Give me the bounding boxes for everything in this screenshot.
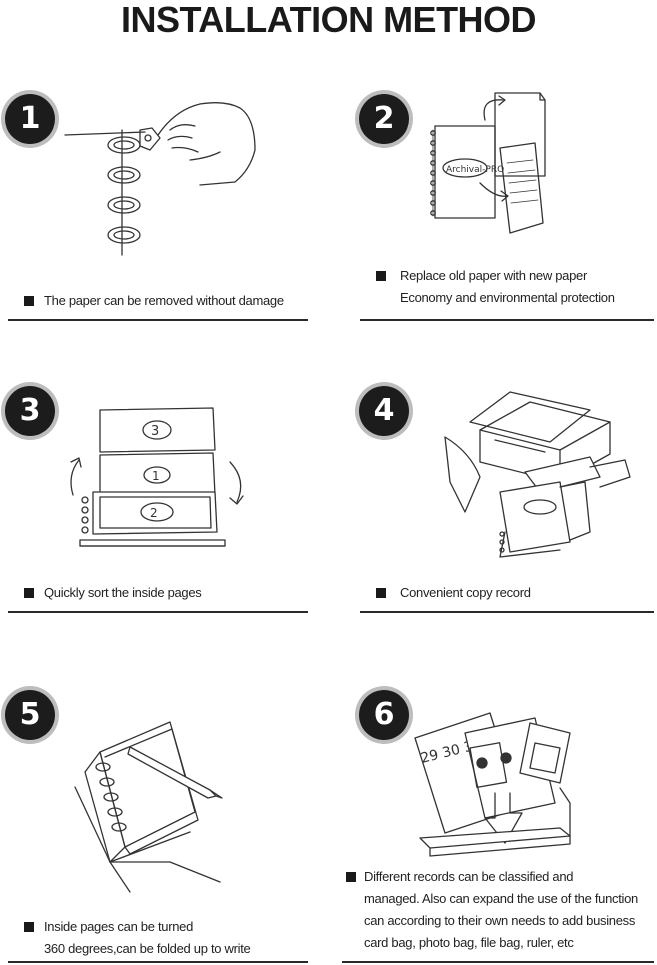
step-6-caption-line-4: card bag, photo bag, file bag, ruler, et… (364, 935, 574, 950)
step-3-caption: Quickly sort the inside pages (24, 582, 324, 604)
step-1-illustration-ring-binder-hand (60, 90, 280, 265)
step-4-illustration-copier (440, 382, 640, 567)
step-2-bullet-icon (376, 271, 386, 281)
step-4-caption: Convenient copy record (376, 582, 656, 604)
step-1-caption-line-1: The paper can be removed without damage (44, 293, 284, 308)
step-5-divider (8, 961, 308, 963)
step-6-caption-line-3: can according to their own needs to add … (364, 913, 636, 928)
step-4-number-badge: 4 (359, 386, 409, 436)
step-5-caption-line-1: Inside pages can be turned (44, 919, 194, 934)
step-1-caption: The paper can be removed without damage (24, 290, 324, 312)
step-4-bullet-icon (376, 588, 386, 598)
step-6-caption-line-2: managed. Also can expand the use of the … (364, 891, 638, 906)
step-5-caption-line-2: 360 degrees,can be folded up to write (44, 941, 251, 956)
step-3-bullet-icon (24, 588, 34, 598)
step-6-divider (342, 961, 654, 963)
step-2-number-badge: 2 (359, 94, 409, 144)
step-2-caption-line-2: Economy and environmental protection (400, 290, 615, 305)
step-6-illustration-divider-pages: 29 30 31 (410, 708, 580, 858)
step-2-caption: Replace old paper with new paper Economy… (376, 265, 656, 309)
step-3-number-badge: 3 (5, 386, 55, 436)
step-3-divider (8, 611, 308, 613)
step-4-caption-line-1: Convenient copy record (400, 585, 531, 600)
step-5-caption: Inside pages can be turned 360 degrees,c… (24, 916, 324, 960)
step-6-bullet-icon (346, 872, 356, 882)
step-3-page-number-middle: 1 (152, 469, 160, 483)
step-3-page-number-top: 3 (151, 424, 159, 439)
step-5-illustration-folded-notebook (70, 712, 260, 893)
step-6-number-badge: 6 (359, 690, 409, 740)
step-2-caption-line-1: Replace old paper with new paper (400, 268, 587, 283)
step-3-caption-line-1: Quickly sort the inside pages (44, 585, 202, 600)
step-3-illustration-sort-pages: 3 1 2 (65, 400, 255, 560)
page-title: INSTALLATION METHOD (120, 0, 537, 40)
step-2-notebook-label: Archival-PRO (446, 165, 504, 175)
step-2-illustration-replace-paper: Archival-PRO (425, 88, 565, 253)
step-6-caption: Different records can be classified and … (346, 866, 657, 954)
step-4-divider (360, 611, 654, 613)
step-1-divider (8, 319, 308, 321)
step-2-divider (360, 319, 654, 321)
step-5-number-badge: 5 (5, 690, 55, 740)
step-3-page-number-bottom: 2 (150, 506, 158, 520)
step-1-bullet-icon (24, 296, 34, 306)
step-5-bullet-icon (24, 922, 34, 932)
step-6-caption-line-1: Different records can be classified and (364, 869, 574, 884)
step-1-number-badge: 1 (5, 94, 55, 144)
